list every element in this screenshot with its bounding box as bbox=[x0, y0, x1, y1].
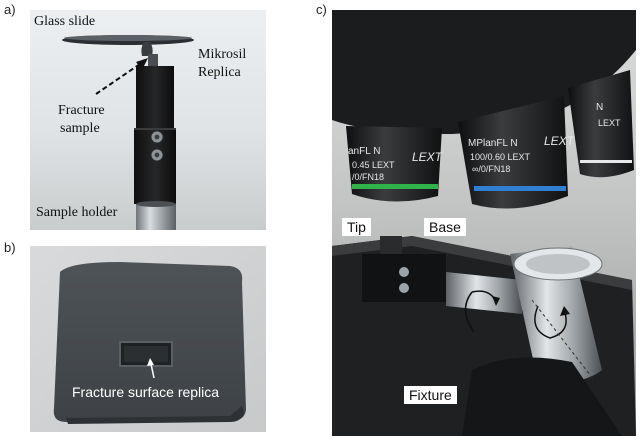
base-label: Base bbox=[424, 218, 466, 236]
lens2-text-1: MPlanFL N bbox=[468, 138, 518, 149]
mikrosil-label: Mikrosil bbox=[198, 47, 247, 62]
fracture-label: Fracture bbox=[58, 103, 105, 118]
replica-label: Replica bbox=[198, 65, 241, 80]
lens2-text-2: 100/0.60 LEXT bbox=[470, 152, 531, 162]
glass-slide-label: Glass slide bbox=[34, 14, 96, 29]
panel-a-letter: a) bbox=[4, 2, 16, 17]
panel-a-photo bbox=[30, 10, 266, 230]
lens1-text-3: /0/FN18 bbox=[352, 172, 385, 182]
replica-illustration bbox=[30, 246, 266, 432]
sample-label: sample bbox=[60, 121, 100, 136]
fracture-surface-replica-label: Fracture surface replica bbox=[72, 384, 220, 400]
lens3-text-2: LEXT bbox=[598, 118, 621, 128]
sample-holder-label: Sample holder bbox=[36, 205, 118, 220]
panel-b-letter: b) bbox=[4, 240, 16, 255]
lens1-text-2: 0.45 LEXT bbox=[352, 160, 395, 170]
fixture-label: Fixture bbox=[404, 386, 457, 404]
lens3-text-1: N bbox=[596, 102, 604, 113]
lens1-text-1: anFL N bbox=[348, 146, 381, 157]
lens2-text-3: ∞/0/FN18 bbox=[472, 164, 511, 174]
microscope-illustration bbox=[332, 10, 636, 436]
panel-c-letter: c) bbox=[316, 2, 327, 17]
tip-label: Tip bbox=[342, 218, 371, 236]
lens2-text-4: LEXT bbox=[544, 134, 575, 148]
sample-holder-illustration bbox=[30, 10, 266, 230]
panel-c-photo bbox=[332, 10, 636, 436]
lens1-text-4: LEXT bbox=[412, 150, 443, 164]
panel-b-photo bbox=[30, 246, 266, 432]
